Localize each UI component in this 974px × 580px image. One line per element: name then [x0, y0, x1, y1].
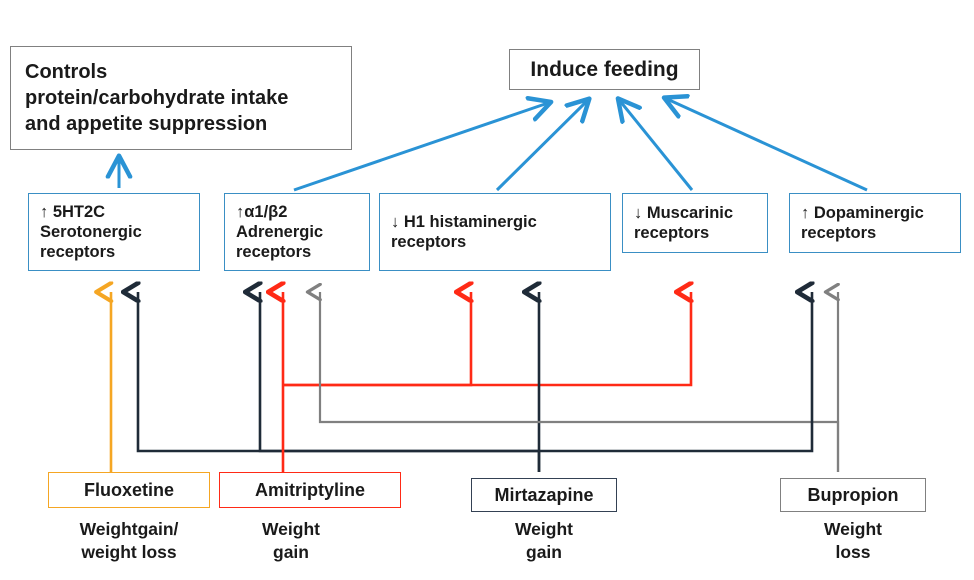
receptor-label-serotonergic: ↑ 5HT2C Serotonergic receptors [40, 203, 142, 261]
line-amitriptyline-to-histaminergic [283, 292, 471, 387]
arrow-histaminergic-to-induce-feeding [495, 101, 587, 192]
drug-box-mirtazapine: Mirtazapine [471, 478, 617, 512]
drug-effect-mirtazapine: Weight gain [514, 519, 573, 562]
receptor-label-histaminergic: ↓ H1 histaminergic receptors [391, 213, 537, 251]
receptor-box-dopaminergic: ↑ Dopaminergic receptors [789, 193, 961, 253]
drug-box-fluoxetine: Fluoxetine [48, 472, 210, 508]
drug-box-bupropion: Bupropion [780, 478, 926, 512]
drug-name-fluoxetine: Fluoxetine [83, 480, 174, 500]
drug-name-bupropion: Bupropion [807, 485, 899, 505]
line-mirtazapine-to-serotonergic [138, 292, 541, 472]
drug-effect-fluoxetine: Weightgain/ weight loss [79, 519, 179, 562]
receptor-box-histaminergic: ↓ H1 histaminergic receptors [379, 193, 611, 271]
receptor-box-serotonergic: ↑ 5HT2C Serotonergic receptors [28, 193, 200, 271]
receptor-label-muscarinic: ↓ Muscarinic receptors [634, 204, 734, 242]
controls-outcome-box: Controls protein/carbohydrate intake and… [10, 46, 352, 150]
drug-name-amitriptyline: Amitriptyline [254, 480, 365, 500]
receptor-label-adrenergic: ↑α1/β2 Adrenergic receptors [236, 203, 324, 261]
drug-effect-bupropion: Weight loss [823, 519, 882, 562]
drug-effect-amitriptyline: Weight gain [261, 519, 320, 562]
controls-outcome-text: Controls protein/carbohydrate intake and… [25, 61, 289, 135]
drug-box-amitriptyline: Amitriptyline [219, 472, 401, 508]
arrow-muscarinic-to-induce-feeding [620, 101, 694, 191]
line-amitriptyline-to-muscarinic [283, 292, 691, 387]
receptor-box-adrenergic: ↑α1/β2 Adrenergic receptors [224, 193, 370, 271]
line-bupropion-to-adrenergic [320, 292, 840, 472]
arrow-dopaminergic-to-induce-feeding [667, 99, 868, 192]
receptor-box-muscarinic: ↓ Muscarinic receptors [622, 193, 768, 253]
receptor-label-dopaminergic: ↑ Dopaminergic receptors [801, 204, 924, 242]
line-mirtazapine-to-adrenergic [260, 292, 539, 453]
drug-name-mirtazapine: Mirtazapine [494, 485, 594, 505]
induce-feeding-text: Induce feeding [530, 57, 679, 81]
induce-feeding-box: Induce feeding [509, 49, 700, 90]
line-mirtazapine-to-dopaminergic [539, 292, 812, 453]
